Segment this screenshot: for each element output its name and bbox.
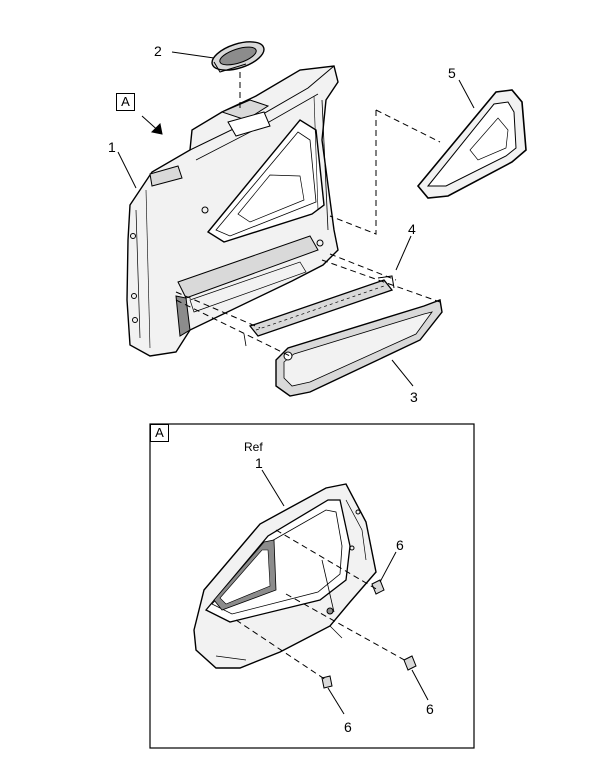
part-5-window-trim <box>416 89 527 199</box>
callout-6-right: 6 <box>426 701 434 717</box>
detail-leader-lines <box>261 469 429 715</box>
callout-6-left: 6 <box>344 719 352 735</box>
callout-3: 3 <box>410 389 418 405</box>
callout-6-upper: 6 <box>396 537 404 553</box>
part-4-strip <box>248 275 395 337</box>
detail-clip-upper <box>371 579 385 595</box>
view-arrow <box>141 115 163 135</box>
door-trim-panel <box>126 65 339 357</box>
callout-5: 5 <box>448 65 456 81</box>
callout-1: 1 <box>108 139 116 155</box>
detail-frame <box>149 423 475 749</box>
detail-door-panel <box>193 483 377 669</box>
detail-dashed-3 <box>285 593 409 663</box>
detail-clip-left <box>321 675 333 689</box>
dashed-line-5b <box>329 110 377 235</box>
view-label-a: A <box>116 93 135 111</box>
callout-4: 4 <box>408 221 416 237</box>
dashed-line-3a <box>175 299 291 357</box>
detail-ref-text: Ref <box>244 440 263 454</box>
detail-callout-1: 1 <box>255 455 263 471</box>
detail-label-a: A <box>150 424 169 442</box>
detail-clip-right <box>403 655 417 671</box>
dashed-line-3b <box>321 259 441 303</box>
dashed-line-4a <box>175 291 261 329</box>
callout-2: 2 <box>154 43 162 59</box>
dashed-line-5a <box>375 109 441 143</box>
part-2-bezel <box>211 41 265 73</box>
dashed-line-4b <box>329 253 397 281</box>
leader-lines <box>117 51 475 387</box>
detail-dashed-2 <box>235 619 327 681</box>
